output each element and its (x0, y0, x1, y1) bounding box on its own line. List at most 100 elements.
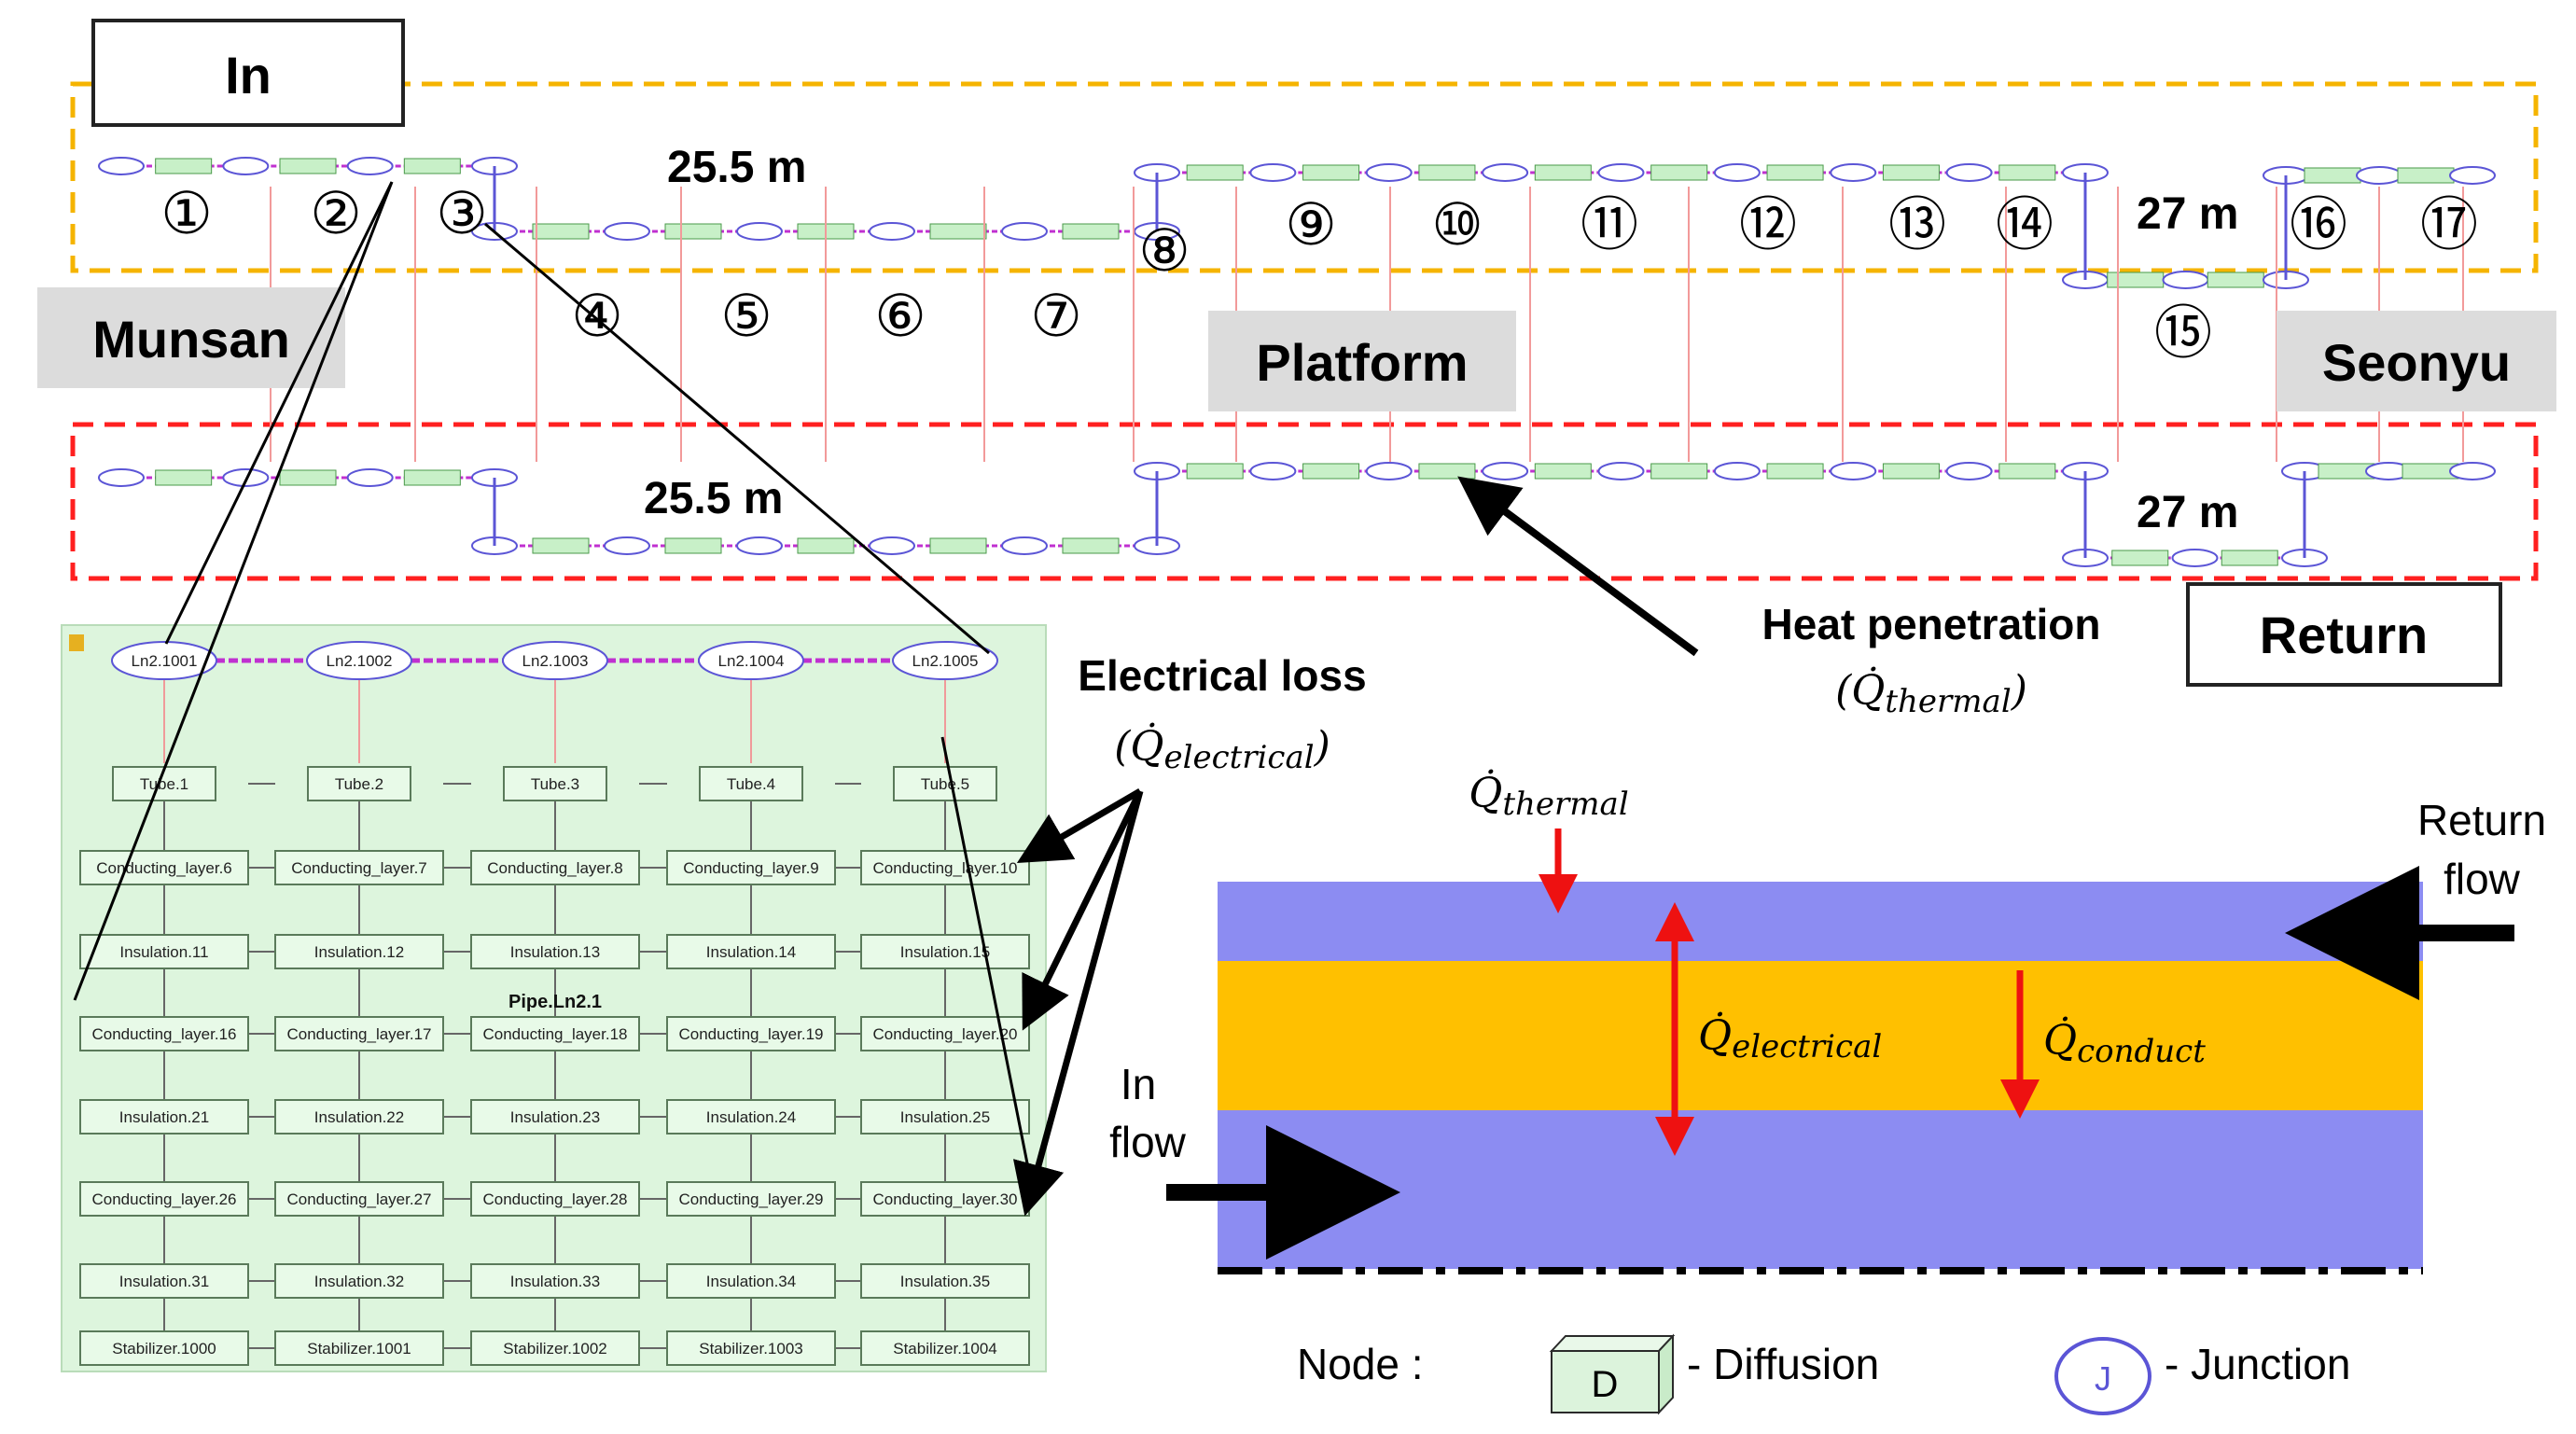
in-line-diffusion-node (403, 158, 461, 174)
return-line-junction-node (2449, 462, 2496, 480)
zoom-diffusion-node (79, 1263, 249, 1299)
return-line-junction-node (1597, 462, 1645, 480)
in-line-junction-node (1249, 163, 1297, 182)
in-line-junction-node (1830, 163, 1877, 182)
return-line-diffusion-node (532, 537, 590, 554)
return-label: Return (2260, 606, 2428, 664)
segment-number: ③ (436, 182, 488, 246)
munsan-label: Munsan (92, 310, 290, 369)
zoom-diffusion-node (79, 1330, 249, 1366)
zoom-diffusion-node (860, 1181, 1030, 1217)
return-line-diffusion-node (1650, 463, 1708, 480)
segment-number: ⑬ (1888, 193, 1946, 258)
zoom-node-label: Insulation.35 (900, 1273, 990, 1290)
return-line-diffusion-node (1302, 463, 1360, 480)
zoom-node-label: Insulation.24 (706, 1108, 796, 1126)
panel-corner-icon (69, 634, 84, 651)
in-line-junction-node (98, 157, 145, 175)
segment-number: ① (160, 182, 213, 246)
seonyu-label-box (2277, 311, 2556, 411)
return-line-junction-node (869, 536, 915, 555)
segment-number: ⑭ (1996, 193, 2054, 258)
zoom-node-label: Insulation.13 (510, 943, 600, 961)
zoom-projection-line-4 (940, 736, 1036, 1197)
zoom-node-label: Insulation.11 (119, 943, 208, 961)
return-line-junction-node (1249, 462, 1297, 480)
zoom-diffusion-node (79, 850, 249, 885)
electrical-loss-arrow-1 (1016, 787, 1142, 864)
in-flow-label-2: flow (1109, 1118, 1187, 1166)
distance-bottom-left: 25.5 m (644, 474, 783, 523)
zoom-node-label: Conducting_layer.29 (678, 1190, 823, 1208)
q-conduct-label: Q̇conduct (2043, 1015, 2206, 1070)
in-line-diffusion-node (929, 223, 987, 240)
zoom-diffusion-node (79, 934, 249, 969)
zoom-diffusion-node (79, 1099, 249, 1135)
heat-penetration-symbol: (Q̇thermal) (1835, 665, 2027, 720)
return-line-diffusion-node (797, 537, 855, 554)
heat-penetration-subscript: thermal (1885, 683, 2011, 720)
zoom-diffusion-node (274, 1099, 444, 1135)
zoom-node-label: Insulation.22 (314, 1108, 404, 1126)
electrical-loss-label: Electrical loss (1078, 651, 1366, 700)
heat-penetration-label: Heat penetration (1762, 600, 2101, 648)
zoom-diffusion-node (470, 850, 640, 885)
zoom-node-label: Conducting_layer.7 (291, 859, 427, 877)
zoom-diffusion-node (666, 934, 836, 969)
in-line-diffusion-node (664, 223, 722, 240)
platform-label-box (1208, 311, 1516, 411)
q-electrical-subscript: electrical (1732, 1028, 1882, 1065)
munsan-label-box (37, 287, 345, 388)
electrical-loss-symbol: (Q̇electrical) (1114, 721, 1330, 776)
return-line-diffusion-node (1062, 537, 1120, 554)
distance-bottom-right: 27 m (2137, 488, 2238, 537)
zoom-node-label: Insulation.33 (510, 1273, 600, 1290)
in-line-diffusion-node (2304, 167, 2361, 184)
legend-node-label: Node : (1297, 1340, 1424, 1388)
junction-icon: J (2054, 1337, 2151, 1415)
return-line-junction-node (222, 468, 270, 487)
segment-number: ⑨ (1285, 193, 1337, 258)
in-line-junction-node (869, 222, 915, 241)
return-line-junction-node (98, 468, 145, 487)
zoom-diffusion-node (666, 1099, 836, 1135)
segment-number: ⑰ (2420, 193, 2478, 258)
zoom-panel-background (61, 624, 1047, 1372)
in-line-diffusion-node (1302, 164, 1360, 181)
zoom-diffusion-node (307, 766, 411, 801)
return-line-junction-node (346, 468, 394, 487)
in-line-junction-node (1713, 163, 1761, 182)
zoom-node-label: Conducting_layer.26 (91, 1190, 236, 1208)
return-line-diffusion-node (1534, 463, 1592, 480)
return-line-diffusion-node (155, 469, 213, 486)
in-line-junction-node (2356, 166, 2402, 185)
return-line-junction-node (1830, 462, 1877, 480)
segment-number: ⑤ (720, 285, 773, 349)
return-line-junction-node (1482, 462, 1529, 480)
zoom-projection-line-2 (73, 181, 394, 1001)
return-line-group (70, 422, 2539, 581)
zoom-diffusion-node (860, 1016, 1030, 1051)
return-line-junction-node (604, 536, 650, 555)
electrical-loss-subscript: electrical (1163, 739, 1314, 776)
in-line-diffusion-node (1650, 164, 1708, 181)
legend-diffusion-label: - Diffusion (1687, 1340, 1879, 1388)
zoom-junction-node (502, 641, 608, 680)
in-label-box (91, 19, 405, 127)
zoom-node-label: Insulation.34 (706, 1273, 796, 1290)
zoom-projection-line-3 (484, 222, 990, 655)
zoom-node-label: Insulation.21 (119, 1108, 209, 1126)
zoom-projection-line-1 (164, 181, 394, 645)
return-flow-label-2: flow (2444, 855, 2521, 903)
q-conduct-subscript: conduct (2077, 1033, 2206, 1070)
zoom-diffusion-node (860, 850, 1030, 885)
segment-number: ⑫ (1739, 193, 1797, 258)
in-line-junction-node (604, 222, 650, 241)
zoom-node-label: Conducting_layer.10 (872, 859, 1017, 877)
q-electrical-label: Q̇electrical (1698, 1010, 1882, 1065)
diffusion-icon: D (1549, 1333, 1676, 1415)
in-line-diffusion-node (1418, 164, 1476, 181)
q-thermal-label: Q̇thermal (1469, 768, 1628, 823)
